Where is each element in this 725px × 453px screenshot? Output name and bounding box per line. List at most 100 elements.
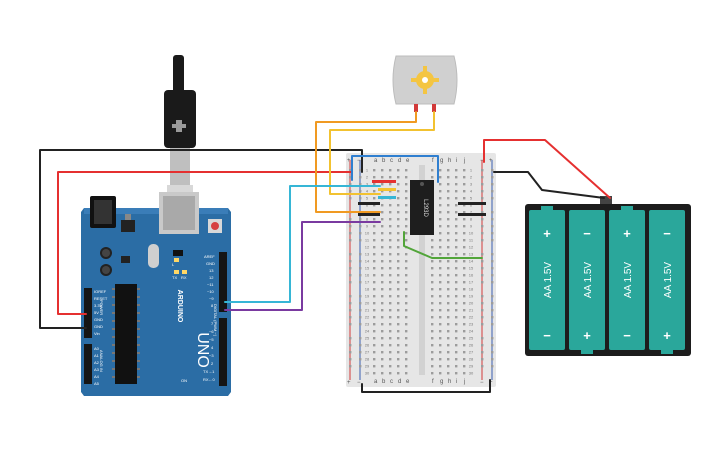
breadboard-hole[interactable] [397, 225, 400, 228]
battery-pack[interactable]: AA 1.5V+−AA 1.5V−+AA 1.5V+−AA 1.5V−+ [525, 196, 691, 356]
breadboard-hole[interactable] [431, 316, 434, 319]
breadboard-hole[interactable] [405, 288, 408, 291]
breadboard-hole[interactable] [447, 309, 450, 312]
breadboard-hole[interactable] [447, 232, 450, 235]
rail-hole[interactable] [491, 344, 494, 347]
rail-hole[interactable] [349, 197, 352, 200]
rail-hole[interactable] [481, 365, 484, 368]
breadboard-hole[interactable] [463, 337, 466, 340]
breadboard-hole[interactable] [463, 288, 466, 291]
breadboard-hole[interactable] [381, 176, 384, 179]
breadboard-hole[interactable] [397, 309, 400, 312]
rail-hole[interactable] [359, 169, 362, 172]
rail-hole[interactable] [359, 183, 362, 186]
breadboard-hole[interactable] [431, 323, 434, 326]
breadboard-hole[interactable] [381, 218, 384, 221]
breadboard-hole[interactable] [463, 176, 466, 179]
breadboard-hole[interactable] [405, 330, 408, 333]
rail-hole[interactable] [491, 218, 494, 221]
breadboard-hole[interactable] [405, 309, 408, 312]
breadboard-hole[interactable] [373, 253, 376, 256]
breadboard-hole[interactable] [455, 344, 458, 347]
rail-hole[interactable] [349, 295, 352, 298]
breadboard-hole[interactable] [381, 253, 384, 256]
rail-hole[interactable] [481, 295, 484, 298]
breadboard-hole[interactable] [463, 204, 466, 207]
rail-hole[interactable] [491, 211, 494, 214]
rail-hole[interactable] [491, 176, 494, 179]
breadboard-hole[interactable] [373, 316, 376, 319]
breadboard-hole[interactable] [447, 365, 450, 368]
breadboard-hole[interactable] [463, 274, 466, 277]
rail-hole[interactable] [481, 232, 484, 235]
breadboard-hole[interactable] [381, 323, 384, 326]
rail-hole[interactable] [491, 337, 494, 340]
breadboard-hole[interactable] [381, 288, 384, 291]
breadboard-hole[interactable] [439, 225, 442, 228]
breadboard-hole[interactable] [439, 204, 442, 207]
breadboard-hole[interactable] [373, 302, 376, 305]
breadboard-hole[interactable] [455, 232, 458, 235]
breadboard-hole[interactable] [439, 246, 442, 249]
breadboard-hole[interactable] [455, 351, 458, 354]
breadboard-hole[interactable] [381, 344, 384, 347]
rail-hole[interactable] [481, 239, 484, 242]
breadboard-hole[interactable] [463, 295, 466, 298]
breadboard-hole[interactable] [455, 211, 458, 214]
rail-hole[interactable] [359, 225, 362, 228]
breadboard-hole[interactable] [373, 225, 376, 228]
breadboard-hole[interactable] [389, 169, 392, 172]
breadboard-hole[interactable] [397, 323, 400, 326]
breadboard-hole[interactable] [447, 239, 450, 242]
breadboard-hole[interactable] [431, 295, 434, 298]
rail-hole[interactable] [349, 183, 352, 186]
breadboard-hole[interactable] [389, 239, 392, 242]
breadboard-hole[interactable] [405, 211, 408, 214]
rail-hole[interactable] [349, 351, 352, 354]
breadboard-hole[interactable] [455, 260, 458, 263]
breadboard-hole[interactable] [381, 232, 384, 235]
breadboard-hole[interactable] [455, 169, 458, 172]
breadboard-hole[interactable] [455, 316, 458, 319]
rail-hole[interactable] [491, 197, 494, 200]
breadboard-hole[interactable] [389, 337, 392, 340]
breadboard-hole[interactable] [431, 351, 434, 354]
breadboard-hole[interactable] [455, 309, 458, 312]
breadboard-hole[interactable] [463, 323, 466, 326]
breadboard-hole[interactable] [455, 239, 458, 242]
breadboard-hole[interactable] [389, 225, 392, 228]
rail-hole[interactable] [349, 358, 352, 361]
breadboard-hole[interactable] [397, 288, 400, 291]
breadboard-hole[interactable] [389, 211, 392, 214]
breadboard-hole[interactable] [405, 225, 408, 228]
rail-hole[interactable] [359, 344, 362, 347]
breadboard-hole[interactable] [373, 169, 376, 172]
breadboard-hole[interactable] [439, 309, 442, 312]
breadboard-hole[interactable] [447, 267, 450, 270]
breadboard-hole[interactable] [389, 183, 392, 186]
breadboard-hole[interactable] [455, 267, 458, 270]
breadboard-hole[interactable] [405, 351, 408, 354]
breadboard-hole[interactable] [381, 309, 384, 312]
breadboard-hole[interactable] [455, 253, 458, 256]
breadboard-hole[interactable] [397, 253, 400, 256]
rail-hole[interactable] [491, 253, 494, 256]
breadboard-hole[interactable] [381, 246, 384, 249]
breadboard-hole[interactable] [405, 274, 408, 277]
rail-hole[interactable] [359, 190, 362, 193]
breadboard-hole[interactable] [373, 204, 376, 207]
breadboard-hole[interactable] [455, 365, 458, 368]
battery-cell[interactable]: AA 1.5V+− [529, 206, 565, 350]
breadboard-hole[interactable] [381, 365, 384, 368]
breadboard-hole[interactable] [439, 267, 442, 270]
breadboard-hole[interactable] [373, 267, 376, 270]
rail-hole[interactable] [481, 183, 484, 186]
rail-hole[interactable] [349, 281, 352, 284]
rail-hole[interactable] [349, 260, 352, 263]
breadboard-hole[interactable] [447, 211, 450, 214]
breadboard-hole[interactable] [447, 183, 450, 186]
breadboard-hole[interactable] [463, 232, 466, 235]
breadboard-hole[interactable] [397, 358, 400, 361]
breadboard-hole[interactable] [389, 274, 392, 277]
breadboard-hole[interactable] [405, 323, 408, 326]
